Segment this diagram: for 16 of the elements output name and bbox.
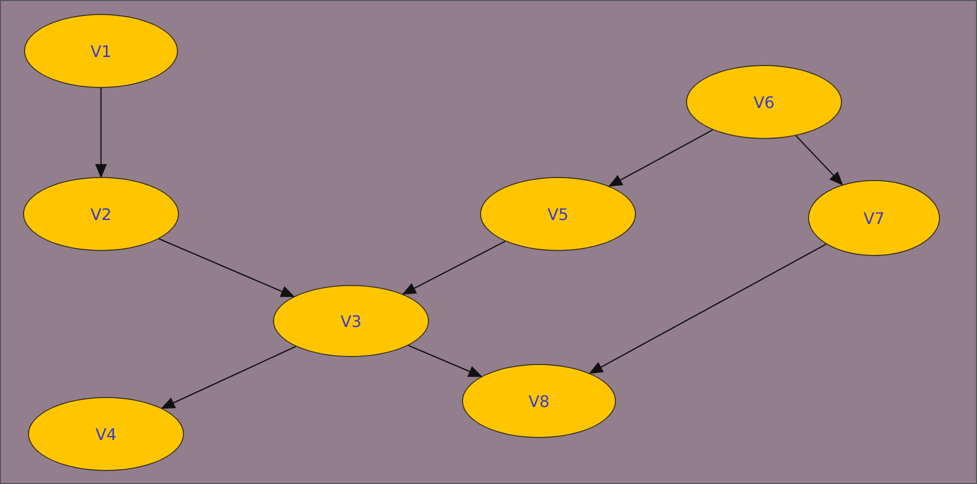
node-label: V7 [863, 208, 885, 228]
node-label: V3 [340, 312, 362, 330]
node-label: V8 [528, 392, 550, 410]
arrow [158, 238, 295, 298]
node-label: V5 [547, 204, 569, 224]
arrow [796, 135, 844, 186]
arrow [588, 244, 826, 374]
arrow [95, 88, 107, 178]
arrow [160, 346, 296, 409]
node-label: V2 [90, 204, 112, 224]
node-label: V4 [95, 424, 117, 444]
arrow [408, 344, 482, 378]
arrow [608, 129, 713, 187]
arrow [402, 240, 506, 295]
node-label: V6 [753, 92, 775, 112]
node-label: V1 [90, 42, 112, 60]
